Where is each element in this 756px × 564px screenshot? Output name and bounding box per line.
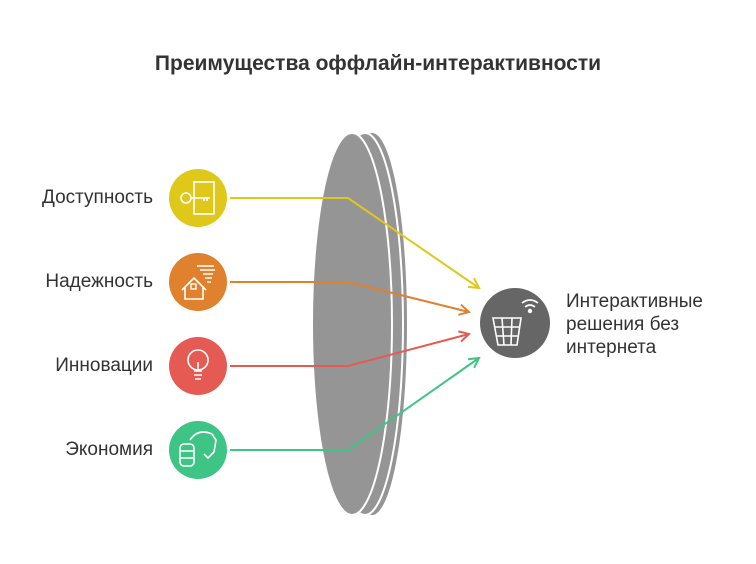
connector-arrow	[230, 281, 472, 316]
connector-arrow	[230, 356, 481, 451]
piggy-bank-coins-icon	[169, 421, 227, 479]
basket-wifi-icon	[492, 299, 539, 346]
lens	[311, 132, 407, 516]
input-label: Экономия	[65, 439, 153, 460]
output-label: Интерактивные решения без интернета	[566, 291, 703, 358]
diagram-title: Преимущества оффлайн-интерактивности	[154, 52, 602, 75]
key-door-icon	[169, 169, 227, 227]
connector-arrow	[230, 330, 472, 367]
output-node	[480, 288, 550, 358]
house-storm-icon	[169, 253, 227, 311]
connector-arrow	[230, 197, 481, 290]
input-label: Надежность	[45, 271, 153, 292]
input-label: Инновации	[55, 355, 153, 376]
lightbulb-icon	[169, 337, 227, 395]
input-label: Доступность	[41, 187, 153, 208]
